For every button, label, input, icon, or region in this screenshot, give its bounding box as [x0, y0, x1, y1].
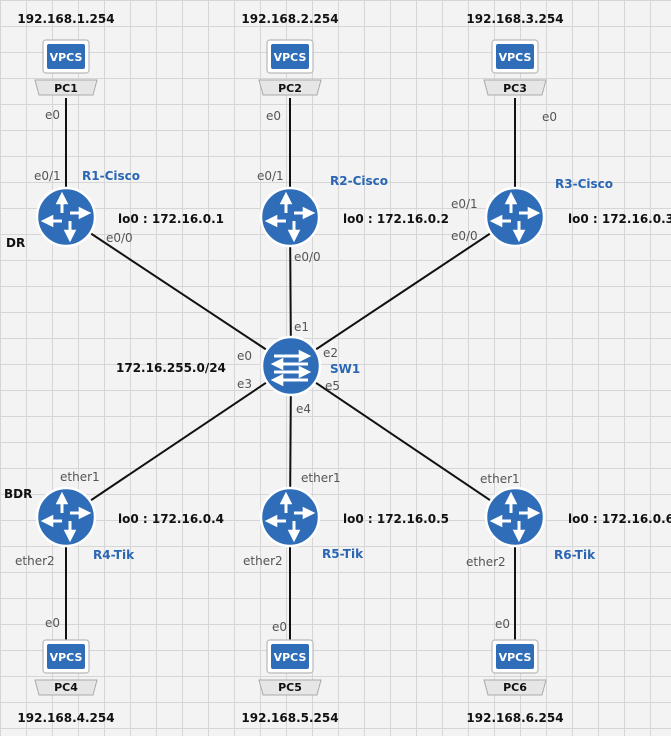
- pc-ip: 192.168.6.254: [466, 711, 563, 725]
- vpcs-icon: VPCS: [483, 39, 547, 96]
- ospf-role-dr: DR: [6, 236, 25, 250]
- router-icon: [484, 486, 546, 548]
- router-r1[interactable]: R1-Cisco lo0 : 172.16.0.1 e0/1 e0/0 DR: [6, 169, 224, 250]
- router-port-switch: e0/0: [106, 231, 133, 245]
- pc-port: e0: [495, 617, 510, 631]
- router-icon: [259, 186, 321, 248]
- vpcs-icon: VPCS: [483, 639, 547, 696]
- vpcs-badge: VPCS: [274, 651, 307, 664]
- pc-ip: 192.168.2.254: [241, 12, 338, 26]
- ospf-role-bdr: BDR: [4, 487, 32, 501]
- router-loopback: lo0 : 172.16.0.6: [568, 512, 671, 526]
- pc-port: e0: [266, 109, 281, 123]
- link-sw1-r6: [290, 365, 516, 518]
- router-loopback: lo0 : 172.16.0.4: [118, 512, 224, 526]
- vpcs-badge: VPCS: [499, 651, 532, 664]
- pc-port: e0: [45, 616, 60, 630]
- vpcs-icon: VPCS: [258, 39, 322, 96]
- vpcs-badge: VPCS: [50, 51, 83, 64]
- router-icon: [35, 186, 97, 248]
- pc-ip: 192.168.1.254: [17, 12, 114, 26]
- pc-1[interactable]: VPCS PC1 192.168.1.254 e0: [17, 12, 114, 122]
- vpcs-badge: VPCS: [274, 51, 307, 64]
- router-port-switch: ether2: [466, 555, 506, 569]
- pc-2[interactable]: VPCS PC2 192.168.2.254 e0: [241, 12, 338, 123]
- pc-name: PC4: [54, 681, 78, 694]
- switch-port-e0: e0: [237, 349, 252, 363]
- switch-port-e1: e1: [294, 320, 309, 334]
- router-port-switch: ether2: [15, 554, 55, 568]
- pc-name: PC6: [503, 681, 527, 694]
- router-port-up: e0/1: [34, 169, 61, 183]
- vpcs-icon: VPCS: [258, 639, 322, 696]
- router-loopback: lo0 : 172.16.0.3: [568, 212, 671, 226]
- switch-port-e4: e4: [296, 402, 311, 416]
- router-loopback: lo0 : 172.16.0.2: [343, 212, 449, 226]
- router-r5[interactable]: R5-Tik lo0 : 172.16.0.5 ether1 ether2: [243, 471, 449, 568]
- router-icon: [259, 486, 321, 548]
- router-name: R6-Tik: [554, 548, 596, 562]
- router-loopback: lo0 : 172.16.0.5: [343, 512, 449, 526]
- link-r1-sw1: [65, 216, 292, 367]
- router-name: R5-Tik: [322, 547, 364, 561]
- pc-ip: 192.168.4.254: [17, 711, 114, 725]
- pc-4[interactable]: VPCS PC4 192.168.4.254 e0: [17, 616, 114, 725]
- vpcs-icon: VPCS: [34, 639, 98, 696]
- pc-ip: 192.168.5.254: [241, 711, 338, 725]
- router-port-up: ether1: [60, 470, 100, 484]
- vpcs-icon: VPCS: [34, 39, 98, 96]
- switch-subnet: 172.16.255.0/24: [116, 361, 226, 375]
- router-name: R4-Tik: [93, 548, 135, 562]
- pc-port: e0: [272, 620, 287, 634]
- pc-5[interactable]: VPCS PC5 192.168.5.254 e0: [241, 620, 338, 725]
- vpcs-badge: VPCS: [499, 51, 532, 64]
- switch-name: SW1: [330, 362, 360, 376]
- router-r6[interactable]: R6-Tik lo0 : 172.16.0.6 ether1 ether2: [466, 472, 671, 569]
- pc-name: PC3: [503, 82, 527, 95]
- pc-port: e0: [542, 110, 557, 124]
- router-name: R2-Cisco: [330, 174, 388, 188]
- pc-ip: 192.168.3.254: [466, 12, 563, 26]
- pc-port: e0: [45, 108, 60, 122]
- router-icon: [35, 486, 97, 548]
- switch-sw1[interactable]: SW1 172.16.255.0/24 e0 e1 e2 e3 e4 e5: [116, 320, 360, 416]
- router-port-up: e0/1: [257, 169, 284, 183]
- switch-port-e3: e3: [237, 377, 252, 391]
- router-r4[interactable]: R4-Tik lo0 : 172.16.0.4 ether1 ether2 BD…: [4, 470, 224, 568]
- link-r3-sw1: [290, 216, 516, 367]
- router-r2[interactable]: R2-Cisco lo0 : 172.16.0.2 e0/1 e0/0: [257, 169, 449, 264]
- pc-name: PC1: [54, 82, 78, 95]
- switch-port-e2: e2: [323, 346, 338, 360]
- router-name: R1-Cisco: [82, 169, 140, 183]
- router-name: R3-Cisco: [555, 177, 613, 191]
- pc-name: PC2: [278, 82, 302, 95]
- router-port-up: ether1: [480, 472, 520, 486]
- link-sw1-r4: [65, 365, 292, 518]
- router-loopback: lo0 : 172.16.0.1: [118, 212, 224, 226]
- router-icon: [484, 186, 546, 248]
- switch-icon: [260, 335, 322, 397]
- switch-port-e5: e5: [325, 379, 340, 393]
- router-port-up: ether1: [301, 471, 341, 485]
- router-port-up: e0/1: [451, 197, 478, 211]
- router-port-switch: e0/0: [451, 229, 478, 243]
- pc-6[interactable]: VPCS PC6 192.168.6.254 e0: [466, 617, 563, 725]
- router-port-switch: e0/0: [294, 250, 321, 264]
- vpcs-badge: VPCS: [50, 651, 83, 664]
- pc-3[interactable]: VPCS PC3 192.168.3.254 e0: [466, 12, 563, 124]
- router-r3[interactable]: R3-Cisco lo0 : 172.16.0.3 e0/1 e0/0: [451, 177, 671, 248]
- pc-name: PC5: [278, 681, 302, 694]
- router-port-switch: ether2: [243, 554, 283, 568]
